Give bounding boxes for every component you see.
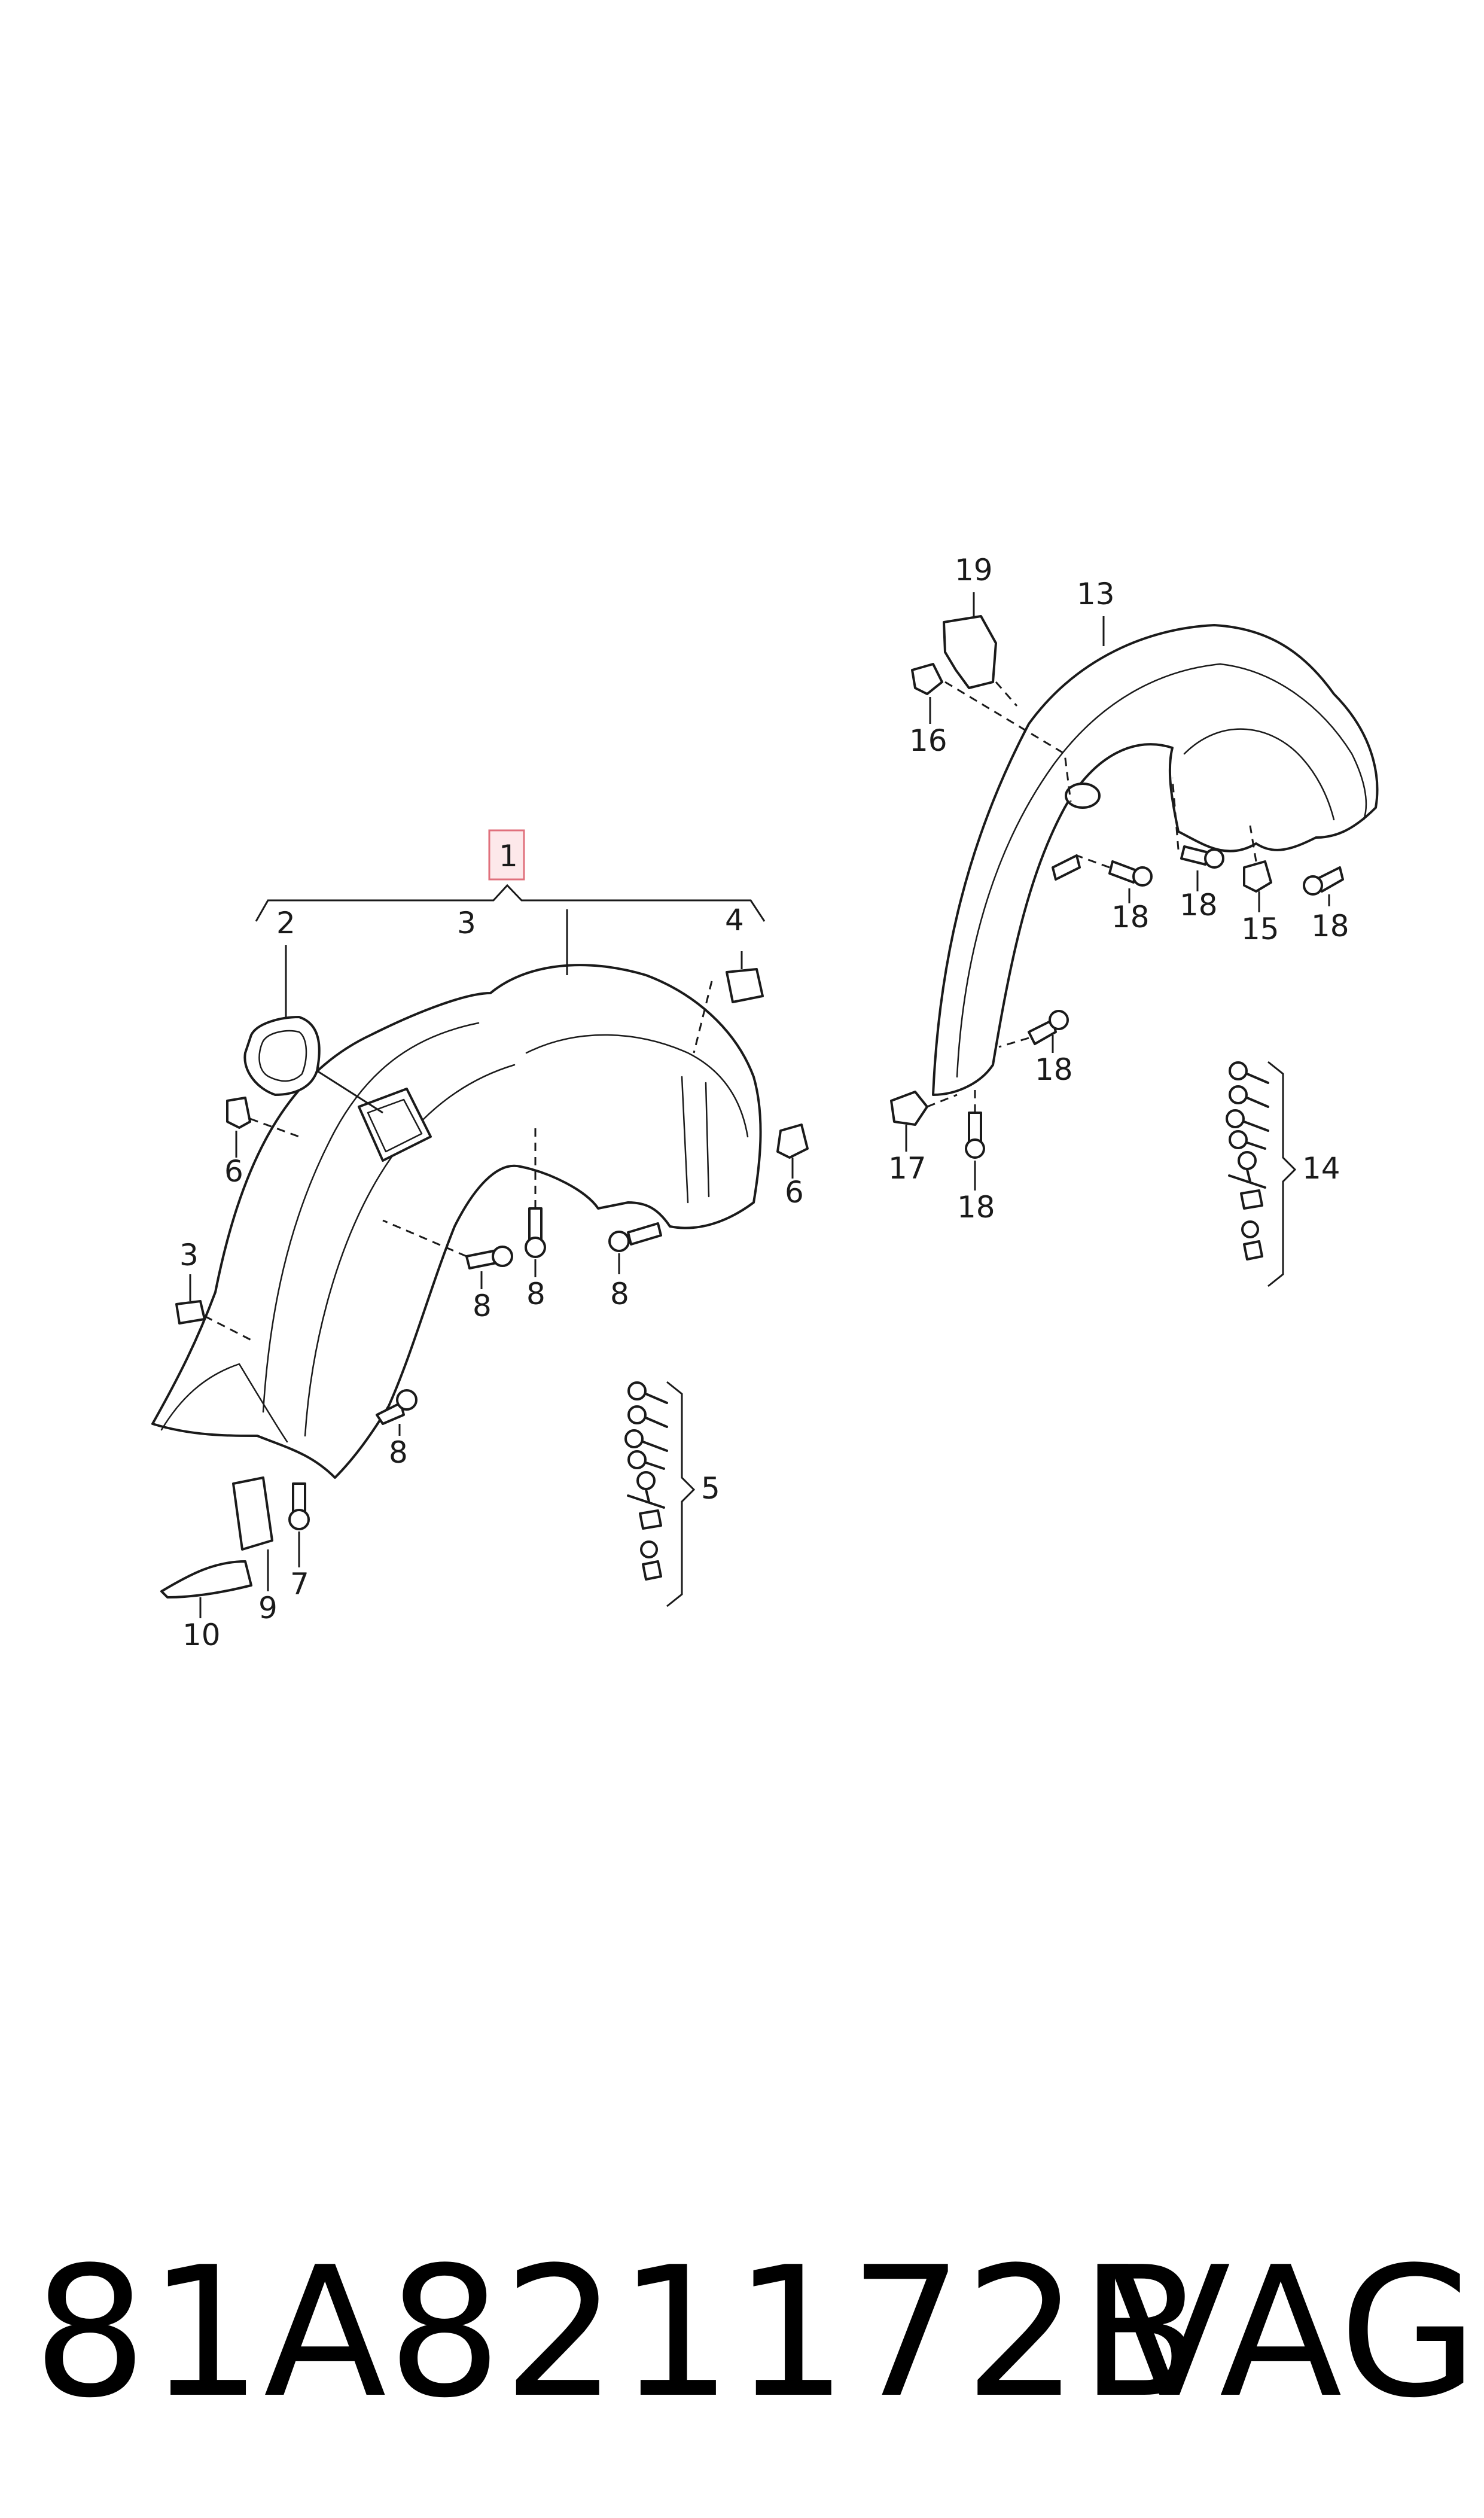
liner-flap bbox=[160, 1363, 288, 1443]
label-3-upper: 3 bbox=[457, 906, 476, 940]
label-8-c: 8 bbox=[610, 1277, 629, 1311]
item-2-seal-inner bbox=[258, 1030, 307, 1082]
item-18-screw-e bbox=[965, 1089, 985, 1191]
label-10: 10 bbox=[182, 1618, 221, 1652]
label-18-d: 18 bbox=[1035, 1052, 1073, 1087]
label-14: 14 bbox=[1302, 1151, 1340, 1186]
label-13: 13 bbox=[1077, 577, 1115, 611]
label-7: 7 bbox=[290, 1567, 309, 1601]
item-15-dashed bbox=[1249, 825, 1257, 862]
item-1-highlight bbox=[488, 829, 525, 881]
item-3-lower-dashed bbox=[204, 1315, 252, 1341]
label-18-e: 18 bbox=[957, 1190, 995, 1225]
label-2: 2 bbox=[276, 906, 295, 940]
liner-inner-rib bbox=[262, 1022, 480, 1413]
item-19-bracket bbox=[943, 615, 997, 689]
item-2-seal bbox=[243, 1016, 321, 1096]
item-6-left-dashed bbox=[249, 1118, 300, 1138]
item-18-screw-b bbox=[1171, 777, 1224, 891]
label-6-right: 6 bbox=[785, 1175, 804, 1210]
label-8-a: 8 bbox=[473, 1289, 492, 1323]
item-19-dashed bbox=[995, 681, 1018, 707]
front-liner-body bbox=[151, 964, 762, 1479]
item-16-dashed bbox=[944, 681, 1072, 802]
label-16: 16 bbox=[909, 723, 947, 758]
rear-liner-body bbox=[932, 624, 1379, 1096]
label-18-a: 18 bbox=[1111, 900, 1150, 934]
part-number: 81A821172B bbox=[33, 2228, 1204, 2437]
label-19: 19 bbox=[955, 553, 993, 587]
item-18-screw-d bbox=[998, 1010, 1069, 1053]
item-17-clip bbox=[890, 1091, 928, 1126]
item-8-screw-d bbox=[376, 1389, 418, 1436]
label-8-d: 8 bbox=[389, 1435, 408, 1470]
item-5-fastener-kit bbox=[624, 1381, 696, 1607]
liner-inner-rib-4 bbox=[681, 1076, 710, 1204]
label-6-left: 6 bbox=[224, 1154, 243, 1189]
item-6-clip-right bbox=[776, 1123, 809, 1159]
front-wheel-liner-assembly bbox=[151, 829, 809, 1618]
item-16-clip bbox=[911, 663, 943, 695]
rear-liner-rib-3 bbox=[1183, 728, 1335, 821]
item-4-clip bbox=[726, 968, 764, 1003]
brand-name: VAG bbox=[1108, 2228, 1478, 2437]
label-5: 5 bbox=[701, 1471, 720, 1506]
assembly-bracket bbox=[255, 884, 766, 922]
item-10-deflector bbox=[160, 1560, 252, 1599]
item-3-lower-clip bbox=[175, 1300, 206, 1325]
item-8-screw-b bbox=[525, 1125, 546, 1277]
rear-liner-boss bbox=[1065, 783, 1101, 809]
item-17-dashed bbox=[927, 1094, 958, 1108]
liner-inner-rib-3 bbox=[525, 1034, 749, 1138]
callout-labels: 1 2 3 4 6 6 3 8 8 8 8 5 7 9 10 19 13 16 … bbox=[179, 553, 1349, 1652]
item-8-screw-a bbox=[382, 1219, 513, 1289]
rear-liner-rib-2 bbox=[1219, 663, 1367, 821]
rear-liner-slot bbox=[1052, 854, 1081, 881]
item-15-clip bbox=[1243, 860, 1272, 893]
label-18-b: 18 bbox=[1180, 888, 1218, 922]
item-2-to-body bbox=[316, 1070, 383, 1114]
item-18-screw-a bbox=[1076, 854, 1153, 903]
label-18-c: 18 bbox=[1311, 909, 1349, 943]
rear-liner-rib bbox=[956, 663, 1221, 1078]
label-8-b: 8 bbox=[526, 1277, 546, 1311]
liner-inner-rib-2 bbox=[304, 1064, 516, 1437]
item-8-screw-c bbox=[608, 1222, 662, 1274]
liner-duct-opening bbox=[358, 1088, 432, 1162]
rear-wheel-liner-assembly bbox=[890, 592, 1379, 1287]
label-17: 17 bbox=[888, 1151, 927, 1186]
label-3-lower: 3 bbox=[179, 1238, 199, 1272]
item-9-bracket bbox=[232, 1476, 273, 1551]
item-18-screw-c bbox=[1303, 866, 1344, 906]
item-4-dashed bbox=[693, 981, 713, 1054]
label-4: 4 bbox=[725, 903, 744, 937]
label-15: 15 bbox=[1241, 912, 1279, 946]
liner-duct-inner bbox=[367, 1098, 423, 1153]
label-9: 9 bbox=[258, 1591, 278, 1625]
item-14-fastener-kit bbox=[1226, 1061, 1297, 1287]
label-1: 1 bbox=[499, 839, 518, 873]
item-6-clip-left bbox=[226, 1097, 251, 1129]
item-7-screw bbox=[288, 1482, 310, 1567]
